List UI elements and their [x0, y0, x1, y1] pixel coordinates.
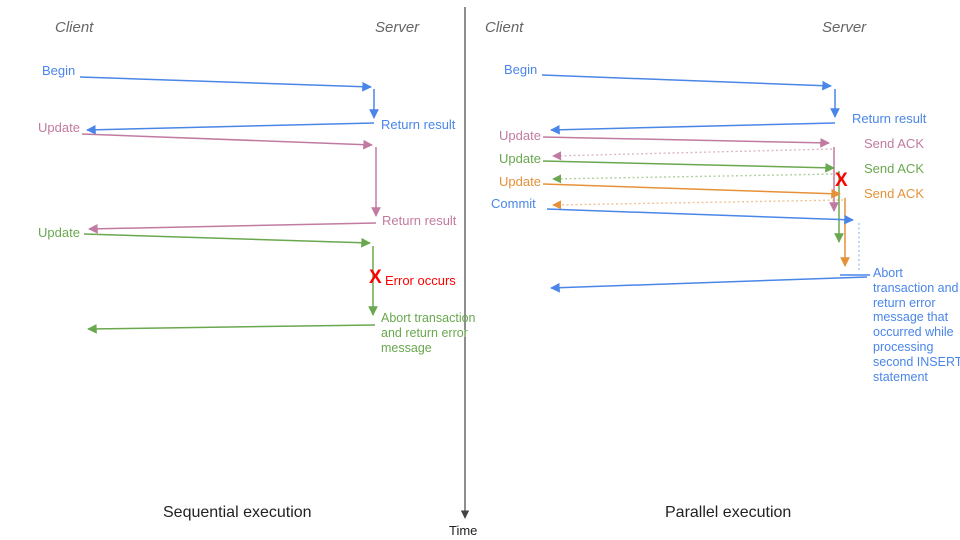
right-update-2-label: Update [499, 151, 541, 166]
right-commit-label: Commit [491, 196, 536, 211]
right-update-1-arrow [542, 136, 830, 148]
left-return-result-2-label: Return result [382, 213, 457, 228]
left-update-1-label: Update [38, 120, 80, 135]
right-send-ack-3-label: Send ACK [864, 186, 924, 201]
right-commit-arrow [546, 208, 854, 225]
right-client-header: Client [485, 19, 524, 36]
left-begin-arrow [79, 76, 372, 92]
left-update-2-label: Update [38, 225, 80, 240]
right-send-ack-1-arrow [552, 148, 833, 161]
right-send-ack-3-arrow [552, 199, 844, 210]
right-update-3-label: Update [499, 174, 541, 189]
time-axis-label: Time [449, 523, 478, 538]
left-error-x-icon: X [369, 267, 382, 288]
right-update-1-label: Update [499, 128, 541, 143]
left-server-header: Server [375, 19, 420, 36]
left-error-occurs-label: Error occurs [385, 273, 456, 288]
left-begin-label: Begin [42, 63, 76, 78]
left-update-1-arrow [81, 133, 373, 150]
left-return-result-1-arrow [86, 122, 375, 135]
right-return-result-label: Return result [852, 111, 927, 126]
left-client-header: Client [55, 19, 94, 36]
left-return-result-1-label: Return result [381, 117, 456, 132]
right-begin-arrow [541, 74, 832, 91]
right-abort-note: Abort transaction and return error messa… [873, 266, 960, 384]
right-return-result-arrow [550, 122, 836, 135]
right-send-ack-1-label: Send ACK [864, 136, 924, 151]
right-abort-return-arrow [550, 276, 868, 293]
left-abort-note: Abort transaction and return error messa… [381, 311, 476, 355]
right-caption: Parallel execution [665, 504, 792, 521]
right-send-ack-2-label: Send ACK [864, 161, 924, 176]
right-server-header: Server [822, 19, 867, 36]
right-error-x-icon: X [835, 170, 848, 191]
left-abort-return-arrow [87, 324, 376, 334]
right-begin-label: Begin [504, 62, 538, 77]
left-update-2-arrow [83, 233, 371, 248]
right-send-ack-2-arrow [552, 173, 838, 184]
right-update-2-arrow [542, 160, 835, 173]
left-caption: Sequential execution [163, 504, 312, 521]
left-return-result-2-arrow [88, 222, 377, 234]
right-update-3-arrow [542, 183, 841, 199]
